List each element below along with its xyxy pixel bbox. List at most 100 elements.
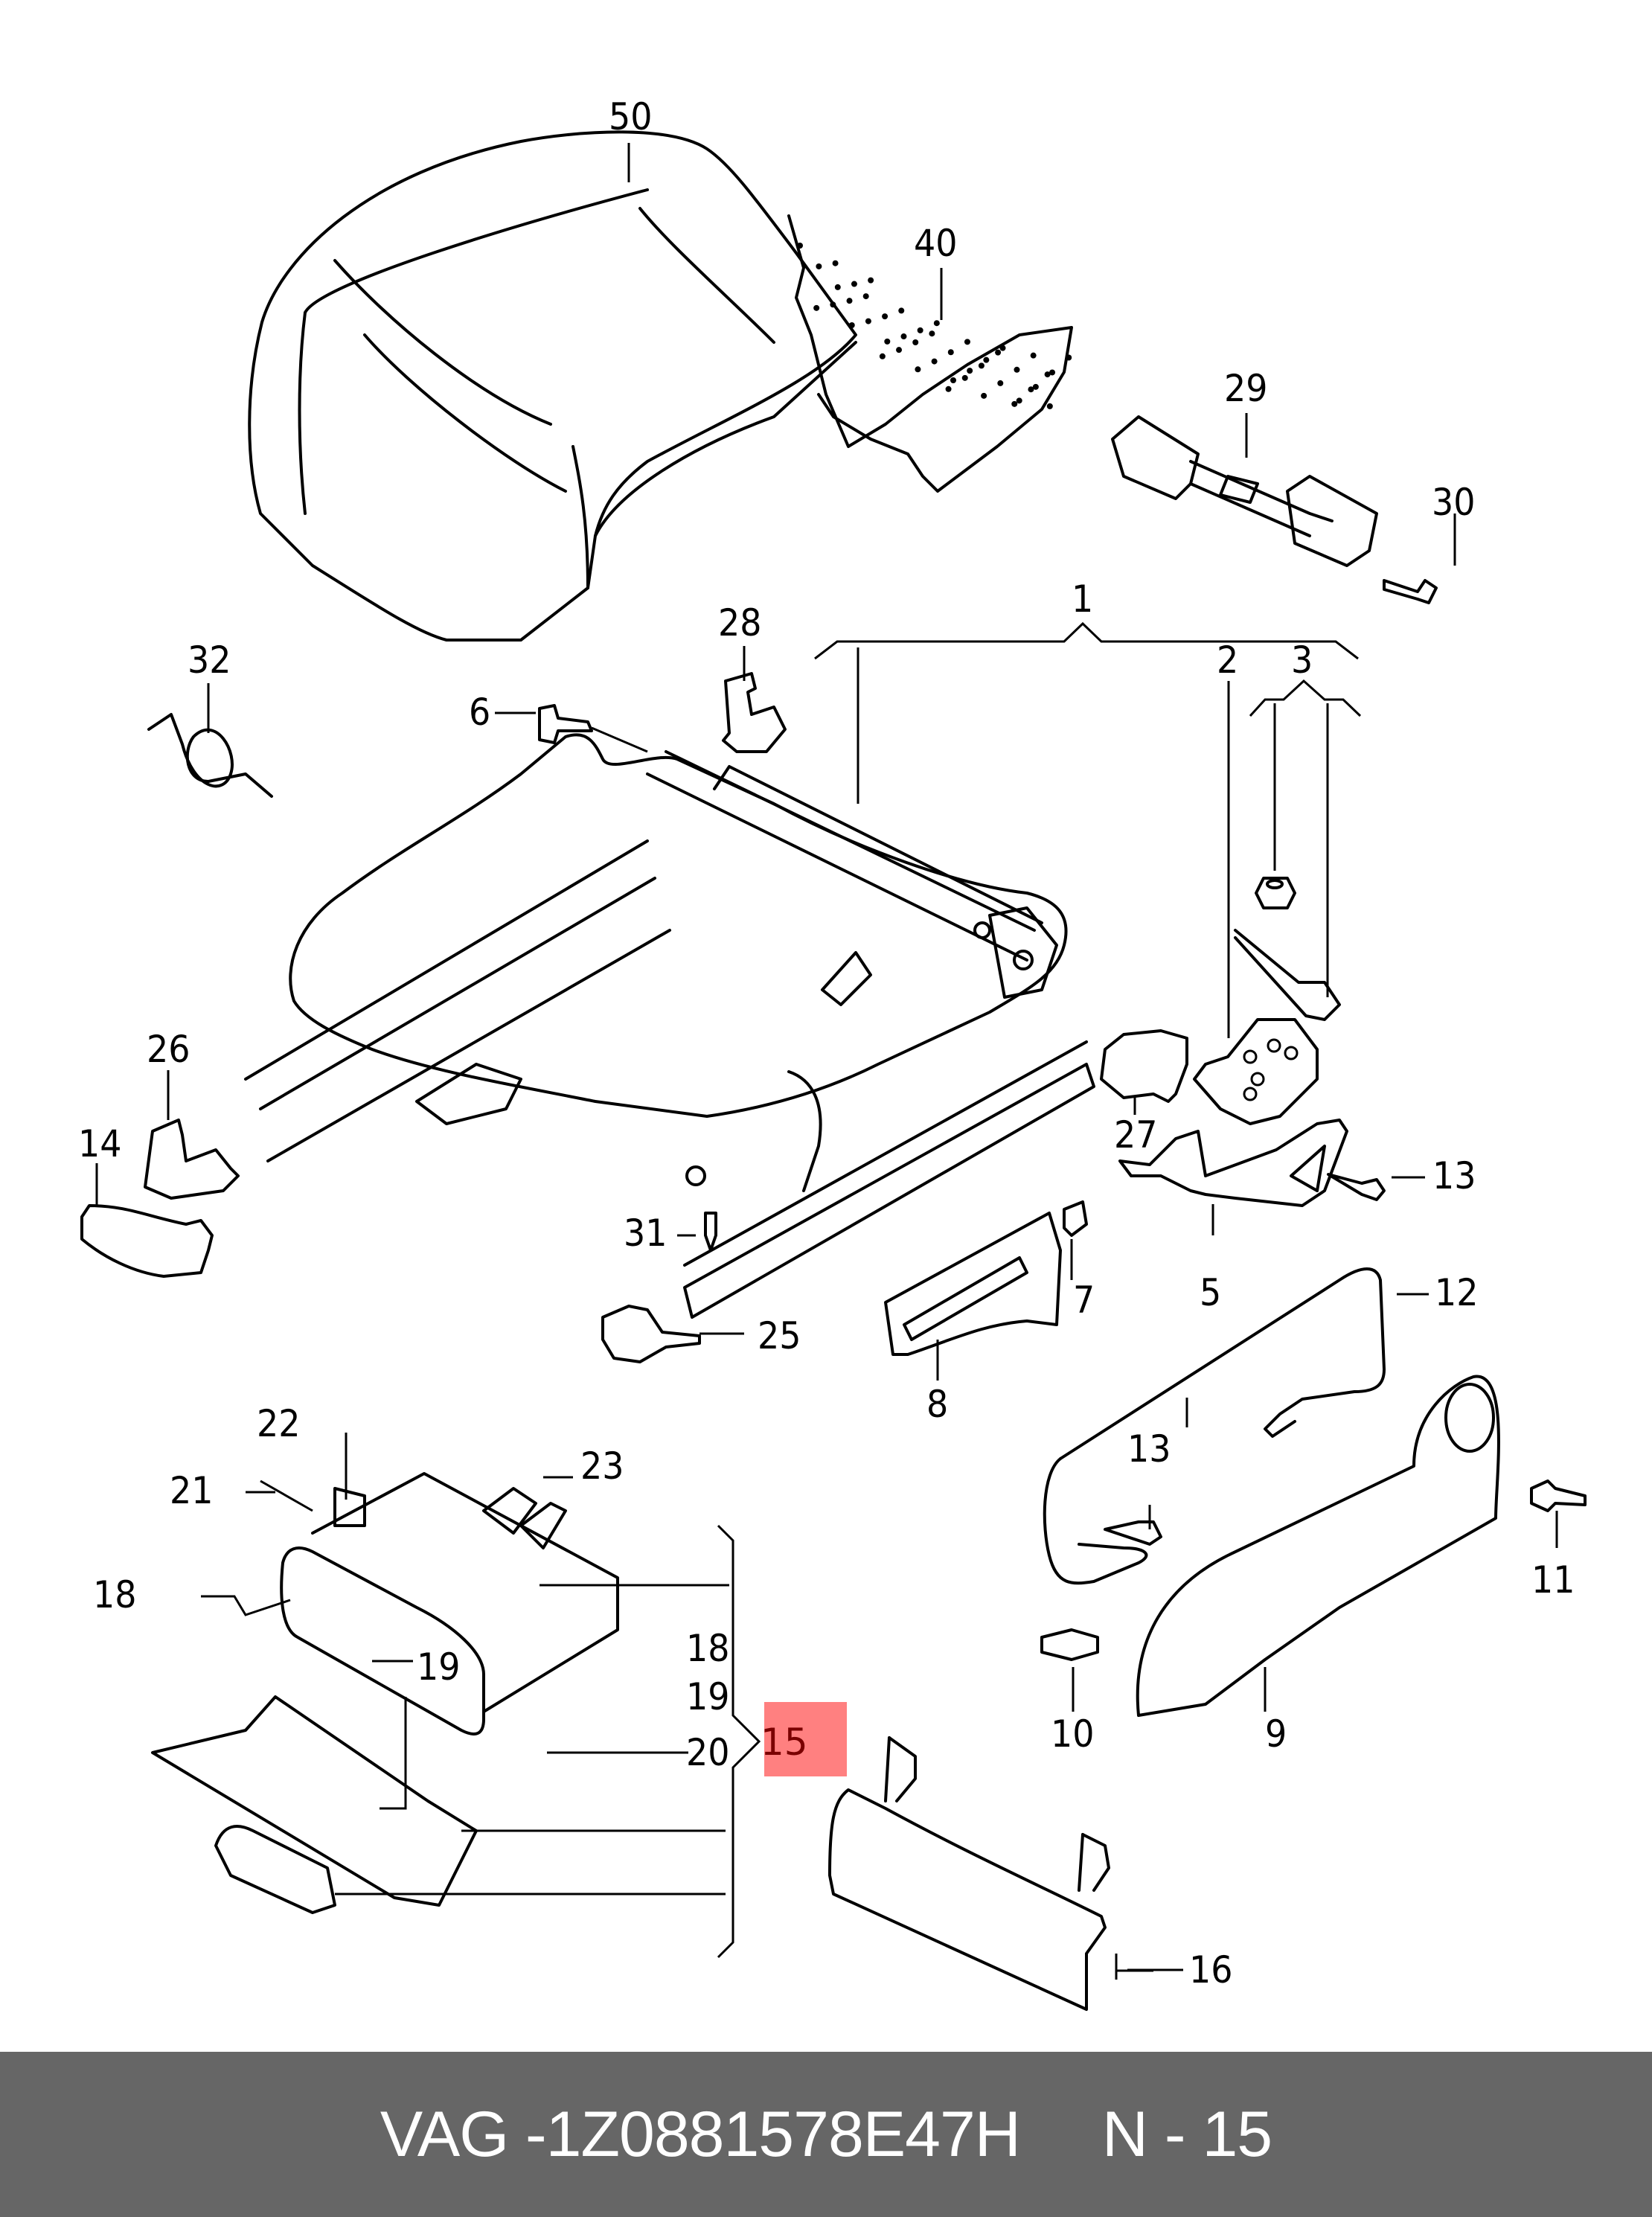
wire-12-drawing [1043, 1267, 1386, 1585]
callout-9[interactable]: 9 [1265, 1712, 1287, 1756]
cover-16-drawing [828, 1736, 1153, 2011]
mat-dot [1014, 366, 1020, 373]
callout-21[interactable]: 21 [170, 1469, 214, 1512]
callout-12[interactable]: 12 [1435, 1271, 1479, 1314]
mat-dot [1016, 397, 1022, 404]
callout-29[interactable]: 29 [1224, 367, 1268, 410]
callout-10[interactable]: 10 [1051, 1712, 1095, 1756]
cap-14-drawing [80, 1204, 214, 1278]
mat-dot [981, 392, 987, 399]
callout-31[interactable]: 31 [624, 1212, 667, 1255]
mat-dot [797, 243, 803, 249]
mat-dot [997, 380, 1004, 386]
track-25-drawing [601, 1305, 701, 1363]
callout-1[interactable]: 1 [1072, 578, 1094, 621]
callout-19-group[interactable]: 19 [686, 1675, 730, 1718]
callout-23[interactable]: 23 [580, 1445, 624, 1488]
clip-7-drawing [1063, 1200, 1088, 1237]
callout-30[interactable]: 30 [1432, 481, 1476, 524]
mat-dot [898, 307, 905, 314]
clip-10-drawing [1040, 1628, 1099, 1661]
part-number: 1Z0881578E47H [545, 2098, 1021, 2170]
callout-13[interactable]: 13 [1432, 1154, 1476, 1197]
mat-dot [964, 339, 970, 345]
mat-dot [851, 281, 857, 287]
callout-22[interactable]: 22 [257, 1402, 301, 1445]
mat-dot [929, 330, 935, 337]
mat-dot [983, 356, 990, 363]
mat-dot [931, 358, 938, 365]
mat-dot [816, 263, 822, 269]
mat-dot [868, 277, 874, 284]
callout-20[interactable]: 20 [686, 1731, 730, 1774]
callout-14[interactable]: 14 [78, 1122, 122, 1165]
callout-32[interactable]: 32 [188, 639, 231, 682]
mat-dot [834, 284, 841, 290]
seat-cushion-drawing [248, 130, 857, 642]
mat-dot [999, 345, 1006, 351]
mat-dot [1030, 352, 1037, 359]
callout-5[interactable]: 5 [1200, 1271, 1222, 1314]
callout-6[interactable]: 6 [469, 691, 491, 734]
bolt-30-drawing [1383, 579, 1438, 604]
storage-tray-15-drawing [151, 1472, 619, 1914]
callout-15-highlighted[interactable]: 15 [761, 1721, 808, 1764]
callout-16[interactable]: 16 [1189, 1948, 1233, 1992]
mat-dot [967, 368, 973, 374]
heating-mat-drawing [787, 214, 1073, 493]
bolt-6-drawing [538, 704, 648, 753]
group-brackets [814, 621, 1362, 1038]
bracket-29-drawing [1111, 415, 1378, 567]
callout-2[interactable]: 2 [1217, 639, 1239, 682]
callout-25[interactable]: 25 [758, 1314, 801, 1357]
mat-dot [950, 377, 956, 383]
callout-18[interactable]: 18 [93, 1573, 137, 1616]
bracket-5-drawing [1118, 1119, 1348, 1207]
screw-31-drawing [704, 1212, 717, 1252]
seat-frame-drawing [244, 733, 1095, 1319]
nut-bolt-3-drawing [1234, 877, 1341, 1021]
mat-dot [848, 322, 855, 329]
mat-dot [884, 338, 891, 345]
mat-dot [830, 301, 836, 308]
callout-8[interactable]: 8 [926, 1383, 949, 1426]
footer-banner: VAG - 1Z0881578E47H N - 15 [0, 2052, 1652, 2217]
callout-18-group[interactable]: 18 [686, 1627, 730, 1670]
mat-dot [1032, 383, 1039, 390]
mat-dot [1046, 403, 1053, 409]
mat-dot [1049, 369, 1056, 376]
clip-11-drawing [1530, 1479, 1587, 1512]
mat-dot [1066, 354, 1072, 361]
callout-13b[interactable]: 13 [1127, 1427, 1171, 1471]
mat-dot [862, 293, 869, 300]
mat-dot [900, 333, 907, 340]
trim-9-drawing [1136, 1375, 1500, 1717]
leader-lines-15 [201, 1433, 761, 1959]
mat-dot [945, 386, 952, 392]
mat-dot [915, 366, 921, 373]
callout-19[interactable]: 19 [417, 1645, 461, 1689]
mat-dot [995, 349, 1002, 356]
parts-diagram: 50 40 29 30 1 2 3 28 32 6 26 14 27 13 31… [78, 95, 1587, 2011]
callout-11[interactable]: 11 [1531, 1558, 1575, 1602]
mat-dot [1044, 371, 1051, 378]
leader-lines-misc [95, 143, 1558, 1971]
diagram-drawing [80, 130, 1587, 2011]
callout-28[interactable]: 28 [718, 601, 762, 644]
callout-7[interactable]: 7 [1073, 1279, 1095, 1322]
mat-dot [1011, 400, 1018, 407]
callout-50[interactable]: 50 [609, 95, 653, 138]
callout-3[interactable]: 3 [1291, 639, 1313, 682]
callout-27[interactable]: 27 [1114, 1113, 1158, 1157]
mat-dot [896, 347, 903, 353]
mat-dot [865, 318, 871, 324]
trim-8-drawing [884, 1212, 1062, 1356]
callout-40[interactable]: 40 [914, 222, 958, 265]
mat-dot [912, 339, 919, 345]
mat-dot [832, 260, 839, 266]
brand-label: VAG - [380, 2098, 547, 2170]
mat-dot [917, 327, 923, 333]
callout-26[interactable]: 26 [147, 1028, 191, 1071]
plate-2-drawing [1193, 1018, 1319, 1125]
mat-dot [879, 353, 886, 359]
